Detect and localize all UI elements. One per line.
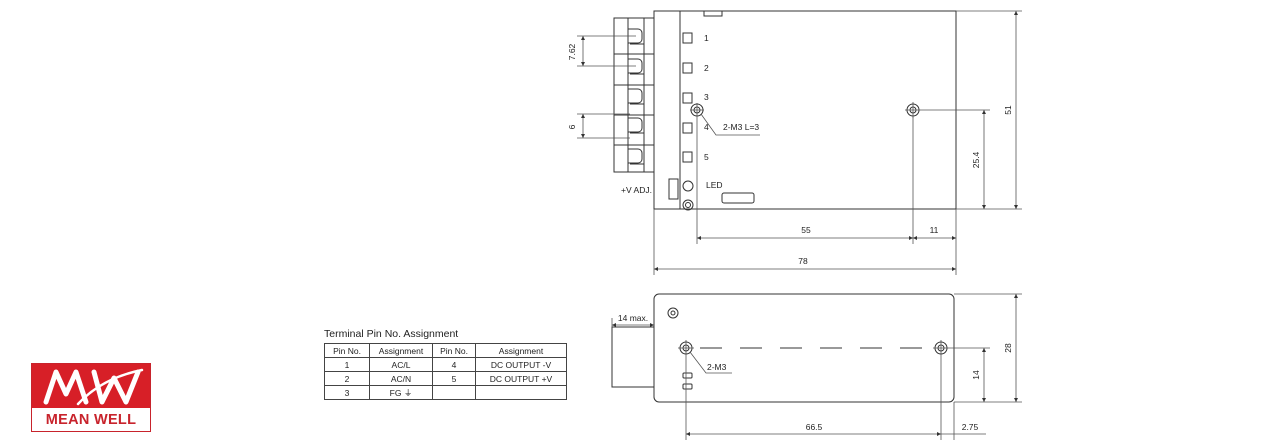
dim-14max <box>611 318 654 327</box>
top-tab <box>703 10 723 17</box>
dim-28 <box>954 293 1022 403</box>
table-cell: 1 <box>324 357 370 372</box>
pin-number-1: 1 <box>704 33 709 43</box>
logo-emblem <box>32 364 150 408</box>
pin-number-3: 3 <box>704 92 709 102</box>
pin-number-4: 4 <box>704 122 709 132</box>
dim-25-4 <box>921 109 990 209</box>
dim-55-11 <box>696 117 957 275</box>
mount-hole-terminal <box>690 103 760 136</box>
dim-pitch <box>577 35 636 67</box>
v-adj-trimmer <box>668 178 679 200</box>
dim-78-label: 78 <box>798 256 808 266</box>
table-cell: 3 <box>324 385 370 400</box>
dim-25-4-label: 25.4 <box>971 151 981 168</box>
dim-14 <box>949 347 990 402</box>
dim-78 <box>653 209 956 275</box>
dim-11-label: 11 <box>930 225 939 235</box>
side-view: 2-M3 14 max. 66.5 2.75 28 14 <box>611 293 1022 440</box>
dim-14max-label: 14 max. <box>618 313 648 323</box>
pin-assignment-table: Pin No. Assignment Pin No. Assignment 1 … <box>324 343 567 400</box>
table-header: Assignment <box>369 343 433 358</box>
dim-28-label: 28 <box>1003 343 1013 353</box>
table-cell: AC/N <box>369 371 433 386</box>
table-cell <box>432 385 476 400</box>
table-cell: 5 <box>432 371 476 386</box>
mount-label-top: 2-M3 L=3 <box>723 122 759 132</box>
table-header: Assignment <box>475 343 567 358</box>
dim-6-label: 6 <box>567 124 577 129</box>
pin-number-2: 2 <box>704 63 709 73</box>
table-cell: 4 <box>432 357 476 372</box>
dim-51-label: 51 <box>1003 105 1013 115</box>
mean-well-logo: MEAN WELL <box>31 363 151 432</box>
table-cell: FG ⏚ <box>369 385 433 400</box>
side-mount-hole-left <box>678 340 694 356</box>
table-cell <box>475 385 567 400</box>
dim-14-label: 14 <box>971 370 981 380</box>
dim-66-5 <box>685 356 986 440</box>
dim-6 <box>577 113 630 139</box>
table-cell: 2 <box>324 371 370 386</box>
table-header-row: Pin No. Assignment Pin No. Assignment <box>324 343 567 358</box>
dim-2-75-label: 2.75 <box>962 422 979 432</box>
v-adj-label: +V ADJ. <box>621 185 652 195</box>
table-row: 1 AC/L 4 DC OUTPUT -V <box>324 357 567 372</box>
dim-51 <box>956 10 1022 210</box>
mount-label-side: 2-M3 <box>707 362 727 372</box>
pin-number-5: 5 <box>704 152 709 162</box>
led-label: LED <box>706 180 723 190</box>
table-header: Pin No. <box>432 343 476 358</box>
dim-66-5-label: 66.5 <box>806 422 823 432</box>
pin-table-title: Terminal Pin No. Assignment <box>324 328 459 340</box>
table-cell: DC OUTPUT -V <box>475 357 567 372</box>
terminal-block <box>613 17 693 173</box>
table-cell: DC OUTPUT +V <box>475 371 567 386</box>
table-header: Pin No. <box>324 343 370 358</box>
side-screw <box>667 307 679 319</box>
table-cell: AC/L <box>369 357 433 372</box>
ground-screw <box>682 199 694 211</box>
side-mount-hole-right <box>933 340 949 356</box>
led-indicator <box>682 180 694 192</box>
led-window <box>721 192 755 204</box>
mount-hole-right <box>905 102 921 118</box>
dim-55-label: 55 <box>801 225 811 235</box>
side-terminal-block <box>611 326 655 388</box>
table-row: 2 AC/N 5 DC OUTPUT +V <box>324 371 567 386</box>
dim-pitch-label: 7.62 <box>567 43 577 60</box>
logo-text: MEAN WELL <box>45 412 137 428</box>
top-view: 1 2 3 4 5 2-M3 L=3 +V ADJ. LED <box>567 10 1022 275</box>
mw-emblem-icon <box>43 368 144 406</box>
table-row: 3 FG ⏚ <box>324 385 567 400</box>
